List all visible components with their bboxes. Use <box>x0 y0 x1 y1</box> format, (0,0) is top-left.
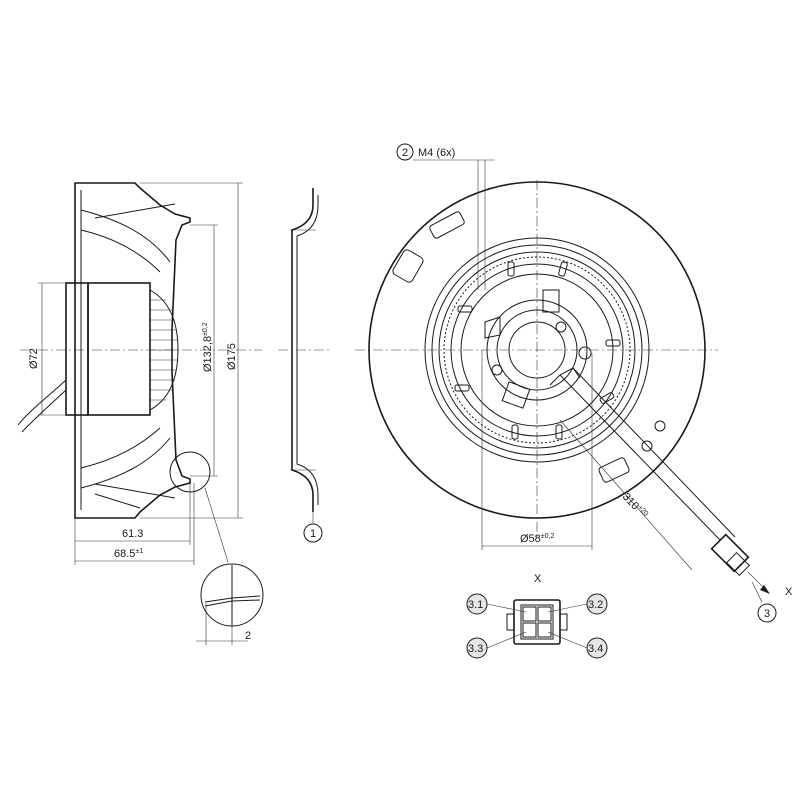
pin-33-leader <box>486 631 527 649</box>
electronics-component-2 <box>501 381 531 409</box>
connector-title: X <box>534 573 542 585</box>
motor-plate <box>460 273 614 427</box>
hub-core <box>508 321 566 379</box>
cable-lower <box>21 389 67 433</box>
inlet-ring-inner <box>296 195 319 505</box>
cable-dim-line <box>559 419 693 571</box>
pin-32-callout <box>586 593 608 615</box>
motor-ring <box>450 263 624 437</box>
pin-31-leader <box>486 603 527 613</box>
pin-34-socket <box>537 622 552 638</box>
dim-58-label: Ø58±0,2 <box>520 533 554 545</box>
pin-33-socket <box>522 622 537 638</box>
callout-1-circle <box>303 523 323 543</box>
pin-31-socket <box>522 606 537 622</box>
mark-circle-2 <box>641 440 653 452</box>
blade-curve-3 <box>80 437 171 489</box>
electronics-ring <box>486 299 588 401</box>
label-plate-3 <box>598 457 630 483</box>
cable-line-1 <box>559 374 721 541</box>
side-view: Ø72 Ø132,8±0,2 Ø175 61.3 68.5±1 2 <box>17 182 264 645</box>
screw-hole-1 <box>578 346 592 360</box>
view-x-arrowhead <box>760 585 770 594</box>
view-x-arrow-label: X <box>785 586 793 598</box>
pin-34-leader <box>547 631 588 649</box>
pin-32-leader <box>547 603 588 613</box>
callout-2-label: 2 <box>402 147 408 159</box>
pin-31-label: 3.1 <box>468 599 483 611</box>
cable-line-2 <box>572 367 736 538</box>
blade-curve-5 <box>94 483 176 499</box>
cable-length-label: 310+20 <box>620 491 649 521</box>
electronics-component-1 <box>542 289 560 313</box>
profile-view: 1 <box>278 188 330 543</box>
pin-31-callout <box>466 593 488 615</box>
motor-flange <box>65 282 89 416</box>
dim-68-label: 68.5±1 <box>114 548 143 560</box>
screw-hole-3 <box>555 321 567 333</box>
pin-32-socket <box>537 606 552 622</box>
blade-curve-7 <box>94 203 176 219</box>
motor-rotor <box>149 289 179 411</box>
detail-dim-label: 2 <box>245 630 251 642</box>
label-plate-2 <box>429 211 465 239</box>
pin-33-label: 3.3 <box>468 643 483 655</box>
motor-slots <box>454 261 621 440</box>
blade-curve-6 <box>94 493 141 509</box>
inlet-opening <box>424 237 650 463</box>
cable-upper <box>17 379 67 426</box>
inner-ring-1 <box>431 244 643 456</box>
front-view: 310+20 2 M4 (6x) Ø58±0,2 X 3 <box>355 143 793 623</box>
detail-leader <box>204 487 229 563</box>
rotor-fins-ring <box>443 256 631 444</box>
connector-latch-right <box>559 613 568 631</box>
pin-34-callout <box>586 637 608 659</box>
rotor-fins <box>150 299 177 401</box>
thread-label: M4 (6x) <box>418 147 455 159</box>
motor-body <box>87 282 151 416</box>
inlet-ring-outer <box>291 188 314 512</box>
callout-3-leader <box>751 581 763 603</box>
connector-view: X 3.1 3.2 3.3 3.4 <box>466 573 608 659</box>
blade-curve-1 <box>80 209 171 263</box>
dim-132-label: Ø132,8±0,2 <box>202 322 214 372</box>
callout-1-label: 1 <box>310 528 316 540</box>
blade-curve-4 <box>80 427 161 469</box>
label-plate-1 <box>392 249 424 283</box>
cable-connector-tip <box>725 551 751 577</box>
mark-circle-1 <box>654 420 666 432</box>
inner-ring-2 <box>438 251 636 449</box>
pin-34-label: 3.4 <box>588 643 603 655</box>
dim-61-label: 61.3 <box>122 528 143 540</box>
cable-connector <box>710 533 750 573</box>
blade-curve-2 <box>80 229 161 273</box>
electronics-label-plate <box>484 316 501 339</box>
dim-175-label: Ø175 <box>226 343 238 370</box>
dim-72-label: Ø72 <box>28 348 40 369</box>
connector-face <box>520 604 554 640</box>
cable-entry <box>549 367 581 386</box>
impeller-disk <box>368 181 706 519</box>
callout-3-label: 3 <box>764 608 770 620</box>
impeller-outline <box>74 182 191 519</box>
connector-latch-left <box>506 613 515 631</box>
detail-marker-circle <box>169 451 211 493</box>
callout-3-circle <box>757 603 777 623</box>
hub-ring <box>496 309 578 391</box>
screw-hole-2 <box>491 364 503 376</box>
callout-2-circle <box>396 143 414 161</box>
pin-32-label: 3.2 <box>588 599 603 611</box>
pin-33-callout <box>466 637 488 659</box>
